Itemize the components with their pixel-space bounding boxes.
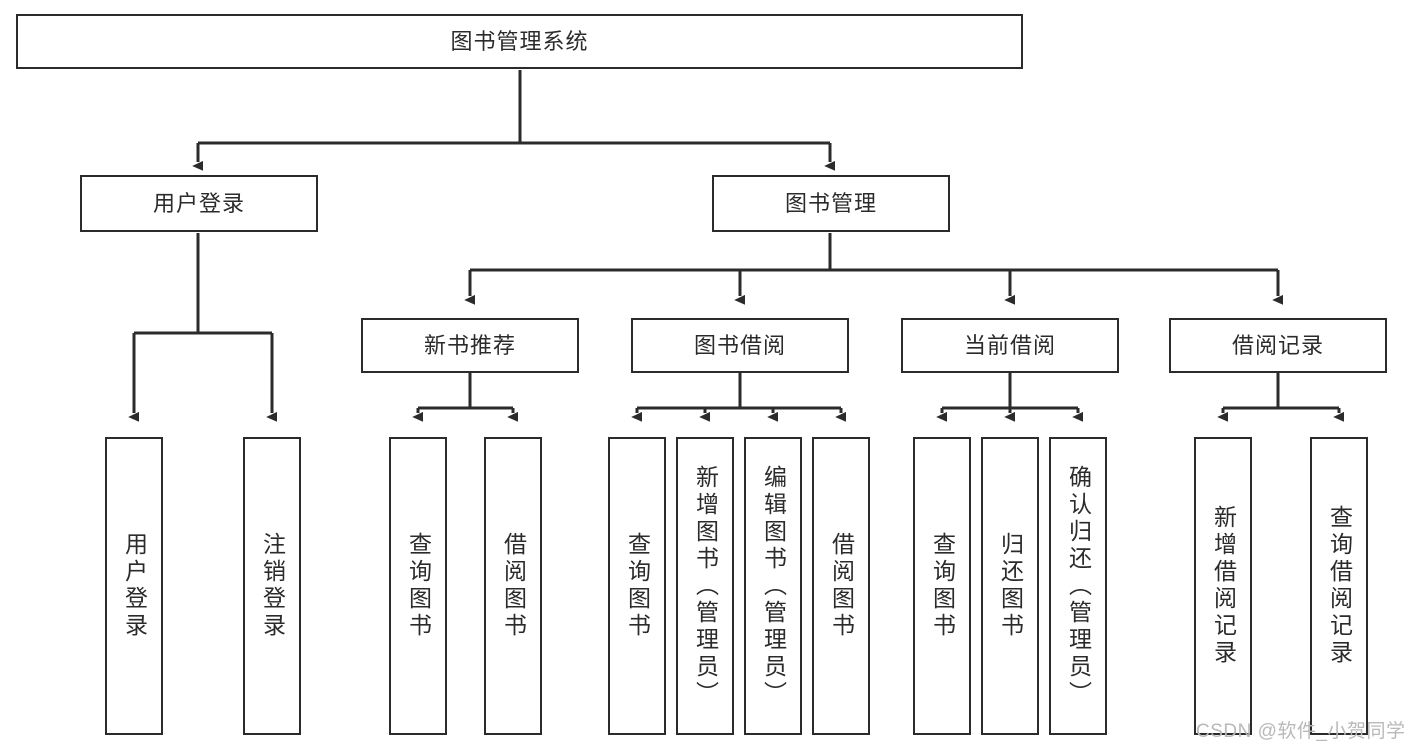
leaf-borrow-borrow-book[interactable]: 借阅图书	[812, 437, 870, 735]
node-new-book-recommend[interactable]: 新书推荐	[361, 318, 579, 373]
node-label: 查询图书	[405, 532, 432, 640]
node-label: 查询图书	[624, 532, 651, 640]
node-label: 用户登录	[121, 532, 148, 640]
node-label: 当前借阅	[963, 332, 1056, 358]
node-label: 新增图书（管理员）	[692, 464, 719, 708]
leaf-current-return-book[interactable]: 归还图书	[981, 437, 1039, 735]
node-current-borrow[interactable]: 当前借阅	[901, 318, 1119, 373]
leaf-user-login[interactable]: 用户登录	[105, 437, 163, 735]
leaf-new-book-query[interactable]: 查询图书	[389, 437, 447, 735]
node-label: 查询借阅记录	[1326, 505, 1353, 667]
node-label: 新书推荐	[423, 332, 516, 358]
node-label: 归还图书	[997, 532, 1024, 640]
leaf-current-confirm-return[interactable]: 确认归还（管理员）	[1049, 437, 1107, 735]
leaf-new-book-borrow[interactable]: 借阅图书	[484, 437, 542, 735]
node-label: 新增借阅记录	[1210, 505, 1237, 667]
leaf-user-logout[interactable]: 注销登录	[243, 437, 301, 735]
csdn-watermark: CSDN @软件_小贺同学	[1196, 721, 1405, 742]
node-user-login[interactable]: 用户登录	[80, 175, 318, 232]
leaf-record-add[interactable]: 新增借阅记录	[1194, 437, 1252, 735]
node-label: 用户登录	[152, 190, 245, 216]
node-label: 查询图书	[929, 532, 956, 640]
leaf-record-query[interactable]: 查询借阅记录	[1310, 437, 1368, 735]
node-label: 借阅记录	[1231, 332, 1324, 358]
node-label: 借阅图书	[500, 532, 527, 640]
node-label: 图书借阅	[693, 332, 786, 358]
leaf-borrow-add-book[interactable]: 新增图书（管理员）	[676, 437, 734, 735]
node-label: 图书管理	[784, 190, 877, 216]
node-label: 确认归还（管理员）	[1065, 464, 1092, 708]
node-root-system[interactable]: 图书管理系统	[16, 14, 1023, 69]
node-label: 借阅图书	[828, 532, 855, 640]
node-label: 注销登录	[259, 532, 286, 640]
leaf-borrow-query-book[interactable]: 查询图书	[608, 437, 666, 735]
node-book-management[interactable]: 图书管理	[712, 175, 950, 232]
node-label: 编辑图书（管理员）	[760, 464, 787, 708]
leaf-borrow-edit-book[interactable]: 编辑图书（管理员）	[744, 437, 802, 735]
node-book-borrow[interactable]: 图书借阅	[631, 318, 849, 373]
leaf-current-query-book[interactable]: 查询图书	[913, 437, 971, 735]
node-borrow-record[interactable]: 借阅记录	[1169, 318, 1387, 373]
node-label: 图书管理系统	[450, 28, 589, 54]
